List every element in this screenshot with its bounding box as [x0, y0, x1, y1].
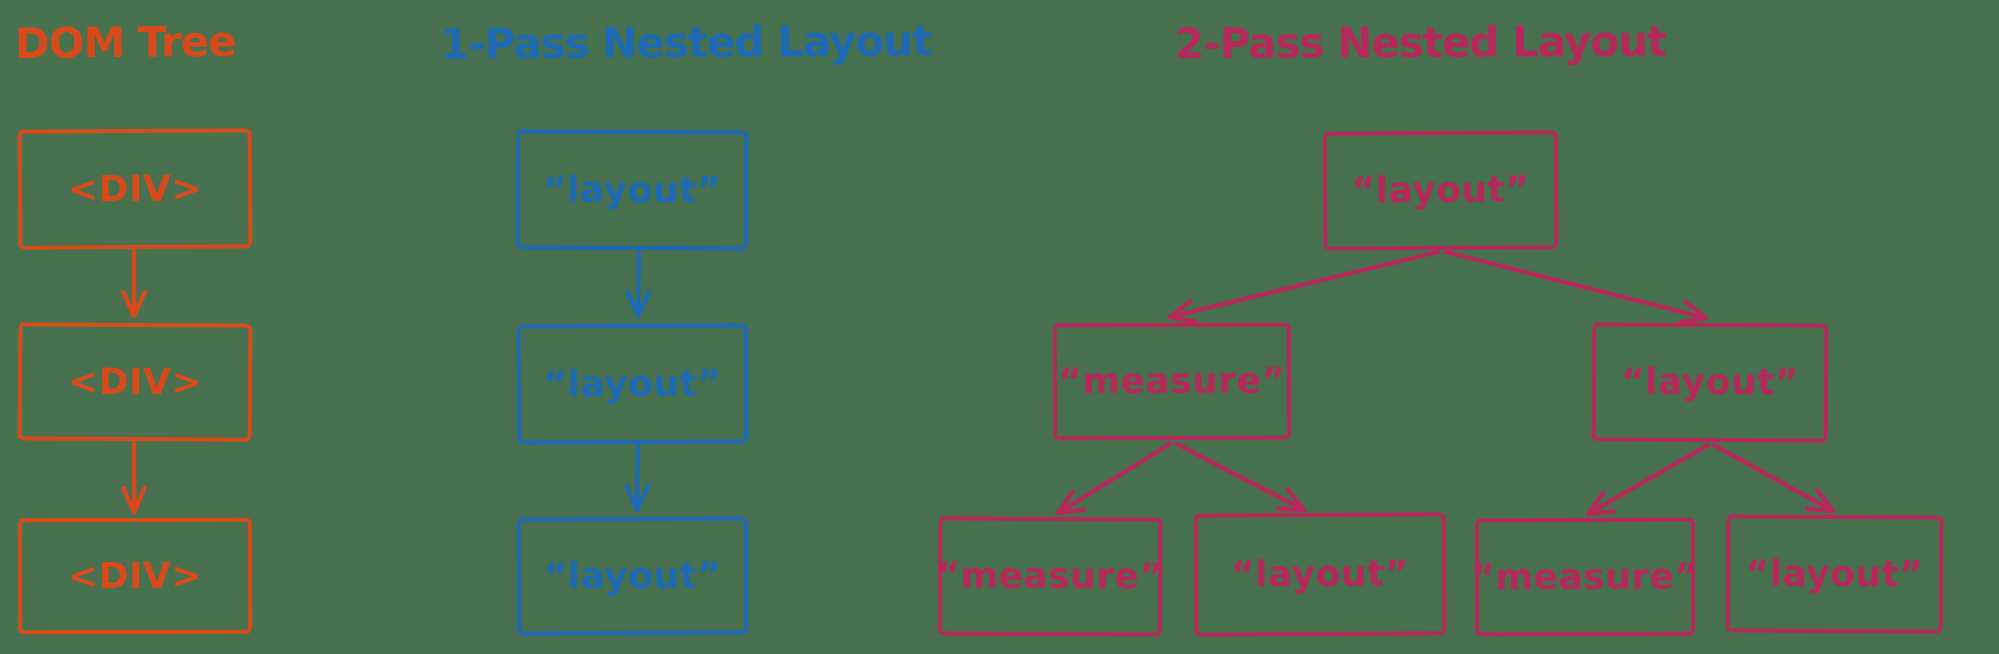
arrow [1711, 442, 1836, 514]
dom-tree-title: DOM Tree [14, 16, 236, 69]
two-pass-leaf-measure-2: “measure” [1471, 517, 1699, 637]
arrow [625, 249, 652, 319]
one-pass-node-2: “layout” [516, 323, 749, 445]
arrow [1174, 441, 1307, 513]
one-pass-title: 1-Pass Nested Layout [439, 16, 932, 69]
two-pass-layout-node: “layout” [1591, 322, 1829, 443]
two-pass-leaf-measure-1: “measure” [936, 516, 1164, 637]
two-pass-title: 2-Pass Nested Layout [1174, 16, 1667, 69]
dom-node-1: <DIV> [17, 128, 253, 250]
one-pass-node-1: “layout” [515, 129, 749, 251]
arrow [1443, 249, 1709, 325]
arrow [121, 248, 147, 319]
arrow [121, 440, 147, 515]
dom-node-3: <DIV> [17, 517, 253, 635]
arrow [1585, 442, 1711, 517]
two-pass-leaf-layout-2: “layout” [1725, 514, 1944, 634]
arrow [624, 443, 651, 513]
two-pass-root: “layout” [1322, 130, 1559, 251]
arrow [1055, 441, 1173, 516]
one-pass-node-3: “layout” [516, 516, 749, 636]
two-pass-measure-node: “measure” [1052, 322, 1292, 441]
arrow [1167, 249, 1441, 324]
two-pass-leaf-layout-1: “layout” [1193, 512, 1447, 637]
dom-node-2: <DIV> [17, 322, 253, 442]
